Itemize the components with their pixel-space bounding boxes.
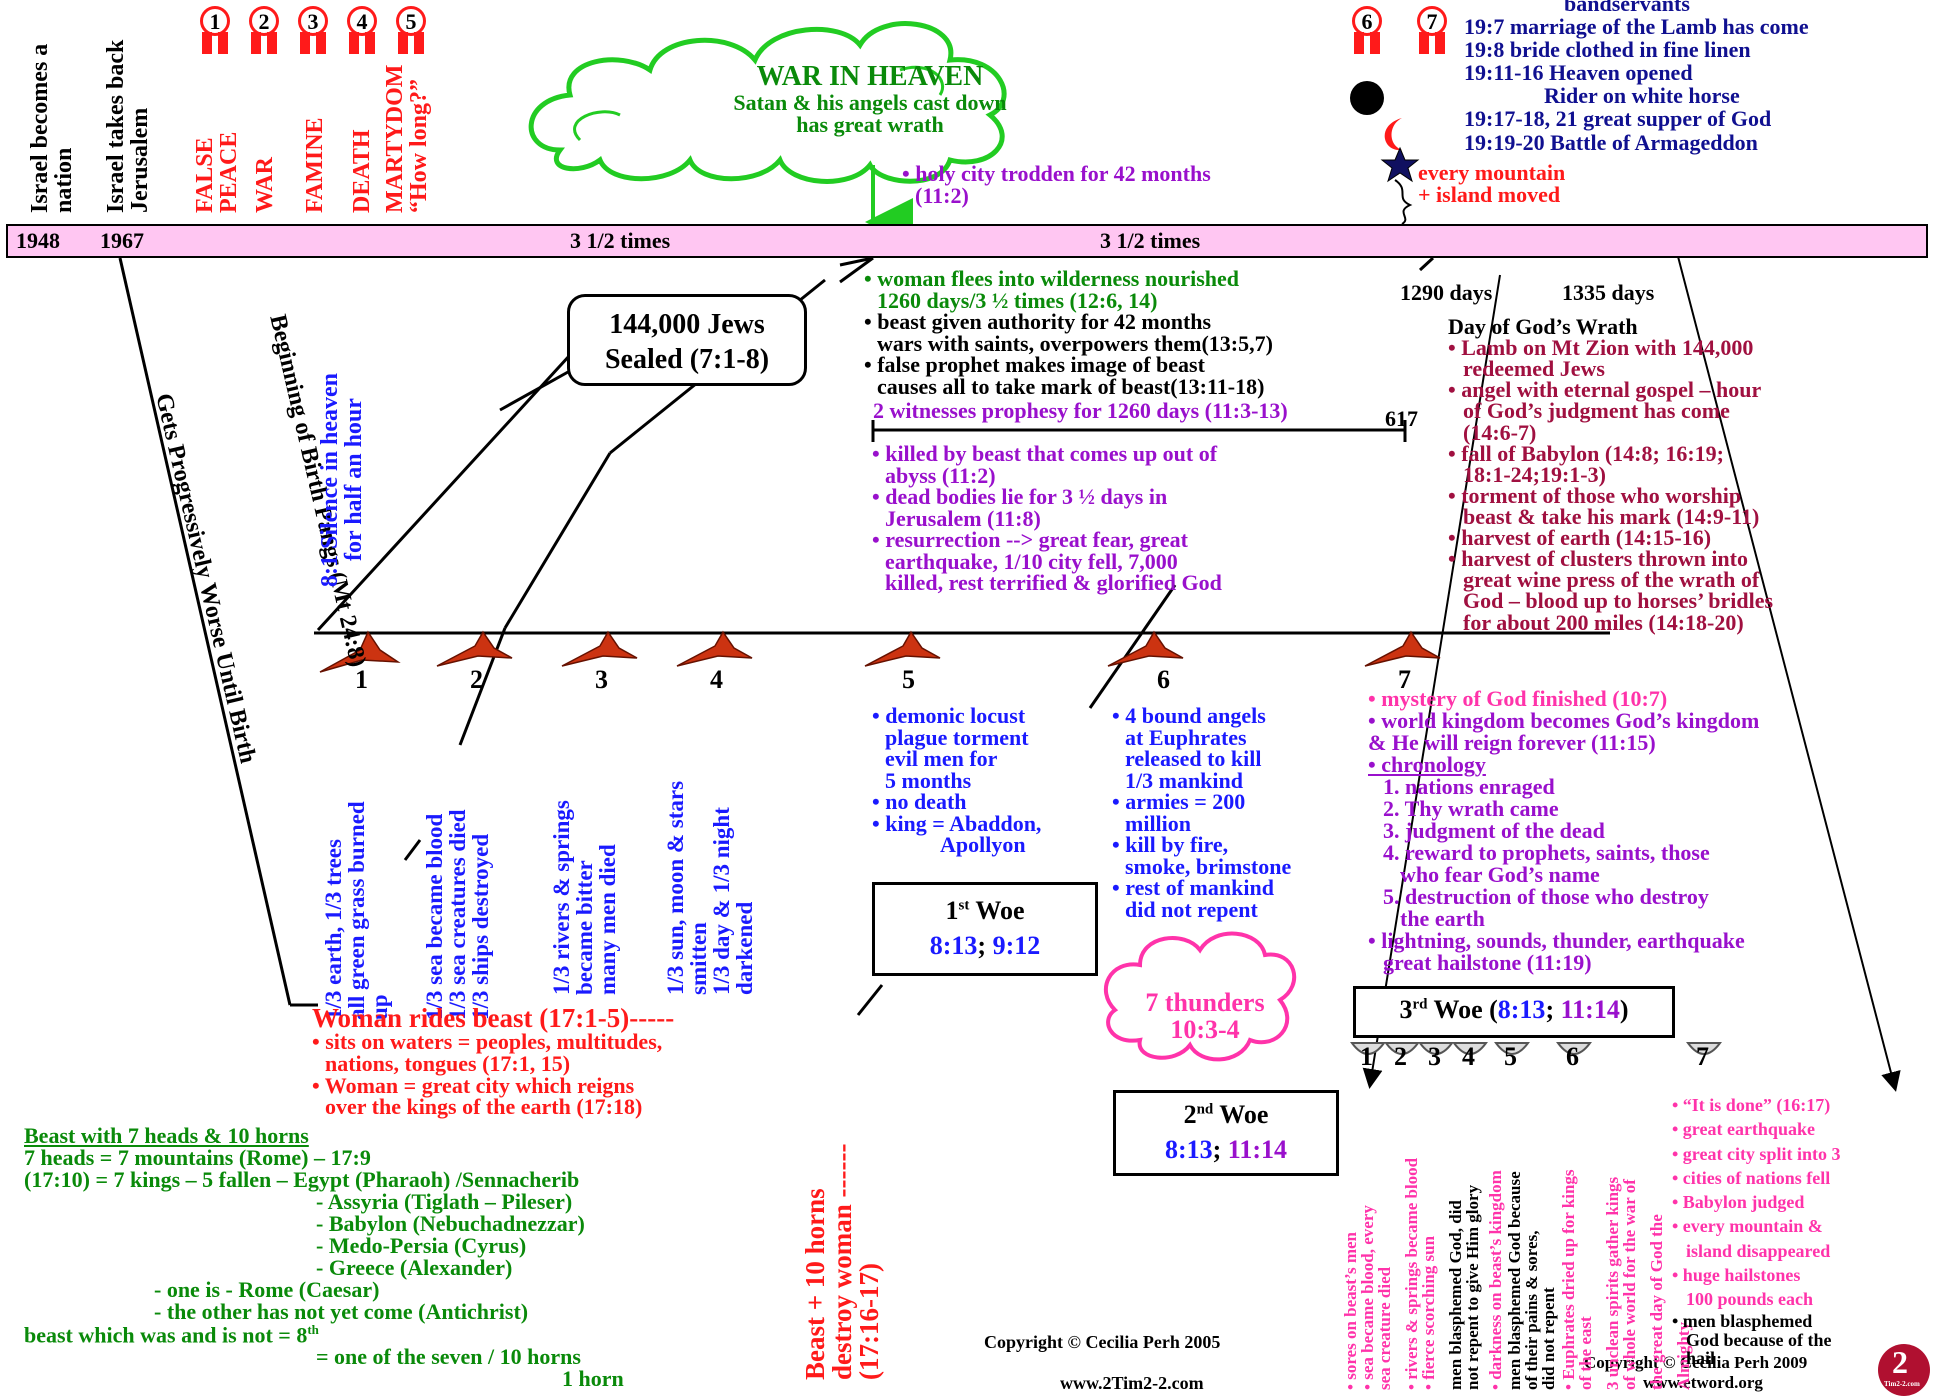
bowl-4-blasphemy-text: men blasphemed God, did not repent to gi…: [1446, 1184, 1482, 1390]
trumpet-5-text: • demonic locust plague torment evil men…: [872, 703, 1042, 858]
logo-circle: [1878, 1344, 1930, 1396]
seal-ribbon-2: 2: [248, 6, 282, 56]
bowls-1-4-text: • sores on beast’s men • sea became bloo…: [1341, 1157, 1438, 1390]
war-in-heaven-title: WAR IN HEAVEN: [756, 61, 984, 92]
year-1948: 1948: [16, 228, 60, 253]
mountain-moved-note: every mountain+ island moved: [1418, 160, 1566, 208]
bowl-icons: [1350, 1042, 1722, 1055]
seal-ribbon-3: 3: [297, 6, 331, 56]
beast-seven-heads: Beast with 7 heads & 10 horns 7 heads = …: [24, 1123, 624, 1392]
bowl-number-5: 5: [1504, 1042, 1517, 1071]
third-woe-box: 3rd Woe (8:13; 11:14): [1353, 986, 1675, 1038]
trumpet-number-7: 7: [1398, 665, 1411, 694]
woman-rides-beast: Woman rides beast (17:1-5)----- • sits o…: [312, 1003, 675, 1120]
trumpet-number-2: 2: [470, 665, 483, 694]
war-cloud: [528, 21, 1007, 184]
bowl-number-3: 3: [1428, 1042, 1441, 1071]
copyright-right: Copyright © Cecilia Perh 2009: [1584, 1353, 1808, 1372]
dark-sun-icon: [1350, 81, 1384, 115]
red-moon-icon: [1384, 118, 1402, 151]
period-first-half: 3 1/2 times: [570, 228, 671, 253]
logo-numeral: 2: [1892, 1344, 1908, 1380]
trumpet-6-text: • 4 bound angels at Euphrates released t…: [1112, 703, 1292, 922]
trumpet-icons: [319, 630, 1441, 673]
days-1335: 1335 days: [1562, 280, 1655, 305]
bowl-5-text: • darkness on beast’s kingdom: [1486, 1170, 1505, 1390]
witnesses-items: • killed by beast that comes up out of a…: [872, 441, 1222, 596]
thunders-cloud: [1103, 931, 1297, 1062]
gods-wrath: Day of God’s Wrath • Lamb on Mt Zion wit…: [1448, 314, 1774, 635]
year-1967: 1967: [100, 228, 144, 253]
seal-3-label: FAMINE: [302, 117, 328, 213]
trumpet-number-6: 6: [1157, 665, 1170, 694]
bowl-number-6: 6: [1566, 1042, 1579, 1071]
days-1290: 1290 days: [1400, 280, 1493, 305]
trumpet-number-4: 4: [710, 665, 723, 694]
witnesses-title: 2 witnesses prophesy for 1260 days (11:3…: [873, 398, 1288, 423]
first-woe-box: 1st Woe 8:13; 9:12: [872, 882, 1098, 976]
trumpet-7-text: • mystery of God finished (10:7) • world…: [1368, 686, 1760, 975]
seal-ribbon-7: 7: [1416, 6, 1450, 56]
witnesses-marker: 617: [1385, 406, 1418, 431]
period-second-half: 3 1/2 times: [1100, 228, 1201, 253]
seal-ribbon-4: 4: [346, 6, 380, 56]
second-woe-box: 2nd Woe 8:13; 11:14: [1113, 1090, 1339, 1176]
bowl-number-7: 7: [1696, 1042, 1709, 1071]
trumpet-number-3: 3: [595, 665, 608, 694]
trumpet-number-5: 5: [902, 665, 915, 694]
seal-5-label: MARTYDOM“How long?”: [382, 64, 432, 213]
bowl-number-4: 4: [1462, 1042, 1475, 1071]
bowl-7-text: • “It is done” (16:17) • great earthquak…: [1672, 1095, 1841, 1369]
bowl-number-1: 1: [1360, 1042, 1373, 1071]
seal-2-label: WAR: [252, 156, 278, 213]
bowl-5-blasphemy-text: men blasphemed God because of their pain…: [1505, 1171, 1558, 1390]
seal-4-label: DEATH: [349, 129, 375, 213]
middle-events: • woman flees into wilderness nourished …: [864, 266, 1273, 399]
seal-ribbon-5: 5: [395, 6, 429, 56]
holy-city-note: • holy city trodden for 42 months(11:2): [902, 161, 1211, 209]
bowl-number-2: 2: [1394, 1042, 1407, 1071]
trumpet-number-1: 1: [355, 665, 368, 694]
timeline-bar: [6, 224, 1928, 258]
war-in-heaven: WAR IN HEAVEN Satan & his angels cast do…: [695, 61, 1045, 136]
logo-small-text: Tim2-2.com: [1884, 1380, 1920, 1388]
copyright-left-url[interactable]: www.2Tim2-2.com: [1060, 1373, 1204, 1393]
copyright-left: Copyright © Cecilia Perh 2005: [984, 1332, 1221, 1352]
seal-ribbon-6: 6: [1351, 6, 1385, 56]
falling-star-icon: [1380, 146, 1420, 183]
copyright-right-url[interactable]: www.etword.org: [1643, 1373, 1763, 1392]
seal-ribbon-1: 1: [199, 6, 233, 56]
top-right-events: bandservants 19:7 marriage of the Lamb h…: [1464, 0, 1809, 155]
